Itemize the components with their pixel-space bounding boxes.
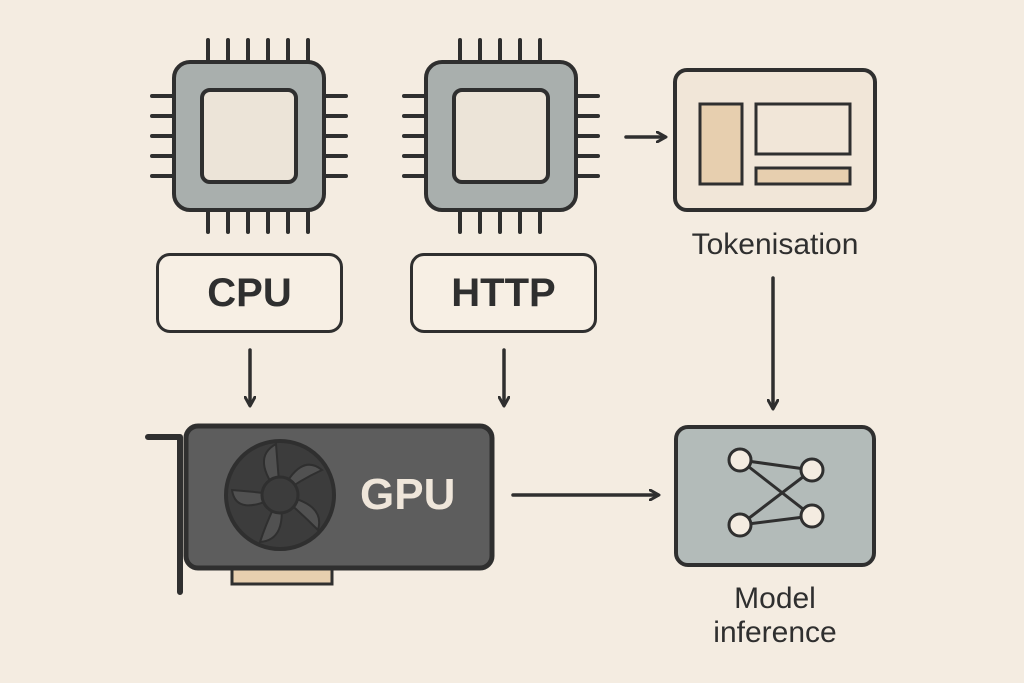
fan-icon [224, 439, 336, 551]
network-node [727, 512, 753, 538]
cpu-chip-icon [150, 38, 348, 234]
model-label-line2: inference [713, 616, 837, 649]
neural-network-icon [674, 425, 876, 567]
graphics-card-icon [145, 423, 495, 595]
http-label: HTTP [410, 253, 597, 333]
tokenisation-label: Tokenisation [691, 228, 859, 261]
cpu-label: CPU [156, 253, 343, 333]
network-node [799, 457, 825, 483]
model-label-line1: Model [734, 582, 816, 615]
layout-panel-icon [673, 68, 877, 212]
gpu-label: GPU [360, 470, 456, 519]
network-node [727, 447, 753, 473]
chip-icon [402, 38, 600, 234]
model-inference-label: Model inference [655, 582, 895, 650]
network-node [799, 503, 825, 529]
